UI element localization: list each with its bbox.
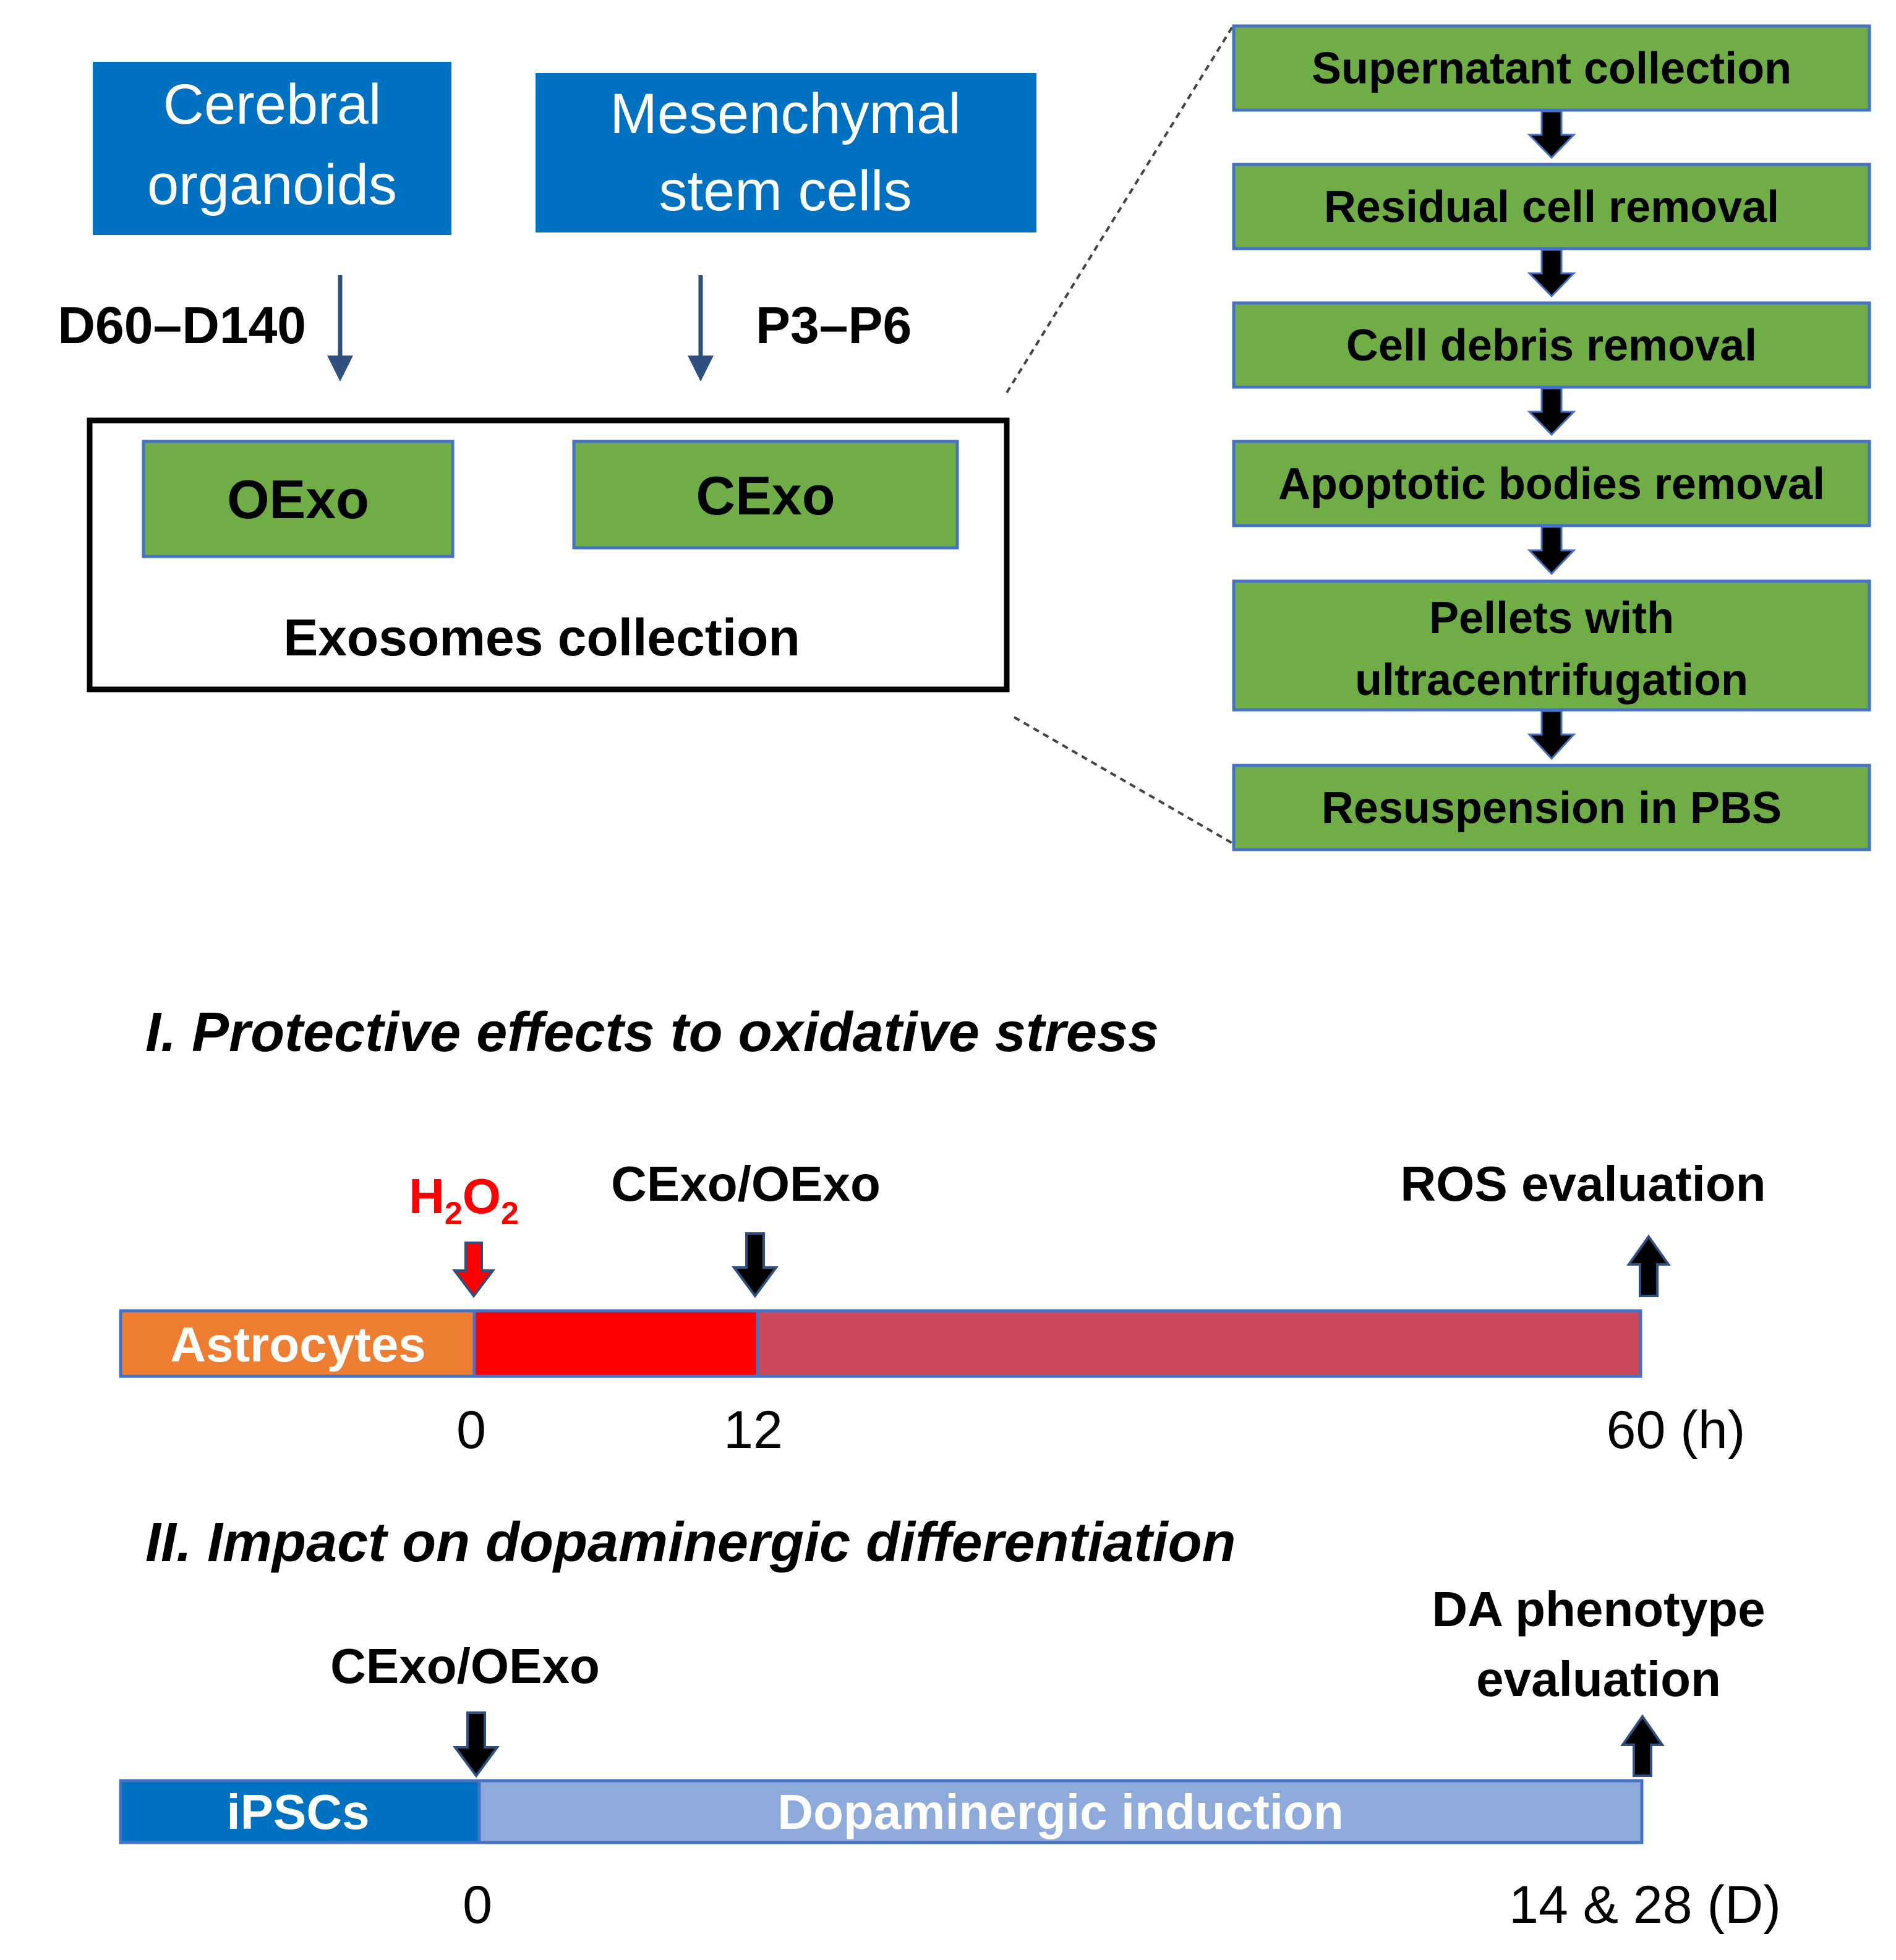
experiment2-title: II. Impact on dopaminergic differentiati… bbox=[145, 1512, 1236, 1574]
protocol-down-arrow-icon bbox=[1527, 387, 1576, 437]
protocol-step: Cell debris removal bbox=[1232, 301, 1871, 389]
exp1-tick-12: 12 bbox=[724, 1400, 783, 1460]
protocol-step: Residual cell removal bbox=[1232, 163, 1871, 250]
protocol-step: Apoptotic bodies removal bbox=[1232, 440, 1871, 527]
h2o2-o: O bbox=[463, 1169, 501, 1224]
exp2-tick-end: 14 & 28 (D) bbox=[1509, 1875, 1781, 1935]
protocol-down-arrow-icon bbox=[1527, 249, 1576, 298]
source-box-msc: Mesenchymal stem cells bbox=[536, 73, 1036, 232]
cexo-label: CExo bbox=[696, 465, 835, 526]
zoom-line-bottom bbox=[1013, 716, 1235, 845]
protocol-step: Supernatant collection bbox=[1232, 24, 1871, 112]
h2o2-sub2: 2 bbox=[501, 1196, 519, 1232]
exp2-readout-line2: evaluation bbox=[1476, 1651, 1721, 1706]
exosomes-collection-label: Exosomes collection bbox=[283, 608, 800, 667]
source-box-msc-bg bbox=[536, 73, 1036, 232]
exp2-tick-0: 0 bbox=[463, 1875, 492, 1935]
exp1-tick-end: 60 (h) bbox=[1607, 1400, 1746, 1460]
protocol-step-label: Residual cell removal bbox=[1324, 182, 1779, 232]
protocol-step-bg bbox=[1232, 764, 1871, 851]
protocol-flow: Supernatant collection Residual cell rem… bbox=[1232, 24, 1871, 851]
protocol-step-label-line1: Pellets with bbox=[1429, 594, 1674, 643]
exp1-tick-0: 0 bbox=[456, 1400, 486, 1460]
exp2-treatment-label: CExo/OExo bbox=[330, 1638, 600, 1694]
protocol-down-arrow-icon bbox=[1527, 110, 1576, 160]
h2o2-arrow-icon bbox=[451, 1242, 496, 1298]
protocol-step: Pellets with ultracentrifugation bbox=[1232, 579, 1871, 712]
protocol-step-label: Apoptotic bodies removal bbox=[1278, 459, 1825, 509]
oexo-box-bg bbox=[142, 440, 455, 558]
source-box-organoids: Cerebral organoids bbox=[93, 62, 451, 235]
cexo-box-bg bbox=[572, 440, 959, 550]
exosome-treatment-bar bbox=[756, 1309, 1642, 1378]
oexo-label: OExo bbox=[227, 469, 369, 530]
source-organoids-line2: organoids bbox=[147, 153, 397, 216]
exp2-readout-arrow-icon bbox=[1620, 1714, 1665, 1777]
source-box-organoids-bg bbox=[93, 62, 451, 235]
exp1-treatment-label: CExo/OExo bbox=[611, 1156, 881, 1211]
protocol-step-bg bbox=[1232, 579, 1871, 712]
experiment1-title: I. Protective effects to oxidative stres… bbox=[145, 1002, 1159, 1063]
h2o2-label: H2O2 bbox=[409, 1169, 519, 1232]
protocol-down-arrow-icon bbox=[1527, 526, 1576, 576]
oexo-box: OExo bbox=[142, 440, 455, 558]
ipscs-bar bbox=[119, 1779, 481, 1844]
exp2-readout-line1: DA phenotype bbox=[1432, 1582, 1765, 1637]
cexo-box: CExo bbox=[572, 440, 959, 550]
protocol-step-label: Resuspension in PBS bbox=[1322, 783, 1782, 833]
dopaminergic-induction-bar bbox=[477, 1779, 1644, 1844]
h2o2-exposure-bar bbox=[472, 1309, 759, 1378]
protocol-step-label-line2: ultracentrifugation bbox=[1355, 655, 1748, 705]
h2o2-h: H bbox=[409, 1169, 445, 1224]
exp2-treatment-arrow-icon bbox=[453, 1711, 500, 1778]
source-msc-line1: Mesenchymal bbox=[610, 82, 961, 145]
protocol-step-label: Supernatant collection bbox=[1312, 44, 1791, 93]
organoid-age-label: D60–D140 bbox=[58, 296, 306, 354]
exp1-treatment-arrow-icon bbox=[732, 1232, 779, 1298]
msc-passage-label: P3–P6 bbox=[756, 296, 912, 354]
exp1-readout-arrow-icon bbox=[1626, 1234, 1671, 1297]
protocol-step-bg bbox=[1232, 301, 1871, 389]
dopaminergic-induction-label: Dopaminergic induction bbox=[777, 1784, 1344, 1839]
ipscs-label: iPSCs bbox=[226, 1784, 369, 1839]
exp1-readout-label: ROS evaluation bbox=[1400, 1156, 1766, 1211]
protocol-step: Resuspension in PBS bbox=[1232, 764, 1871, 851]
source-organoids-line1: Cerebral bbox=[163, 73, 382, 136]
protocol-step-bg bbox=[1232, 440, 1871, 527]
protocol-step-bg bbox=[1232, 163, 1871, 250]
zoom-line-top bbox=[1006, 23, 1235, 394]
astrocytes-label: Astrocytes bbox=[170, 1317, 426, 1372]
exosomes-collection-frame bbox=[87, 417, 1010, 692]
protocol-step-label: Cell debris removal bbox=[1346, 321, 1757, 370]
protocol-down-arrow-icon bbox=[1527, 710, 1576, 761]
h2o2-sub1: 2 bbox=[445, 1196, 463, 1232]
protocol-step-bg bbox=[1232, 24, 1871, 112]
source-msc-line2: stem cells bbox=[659, 160, 912, 223]
